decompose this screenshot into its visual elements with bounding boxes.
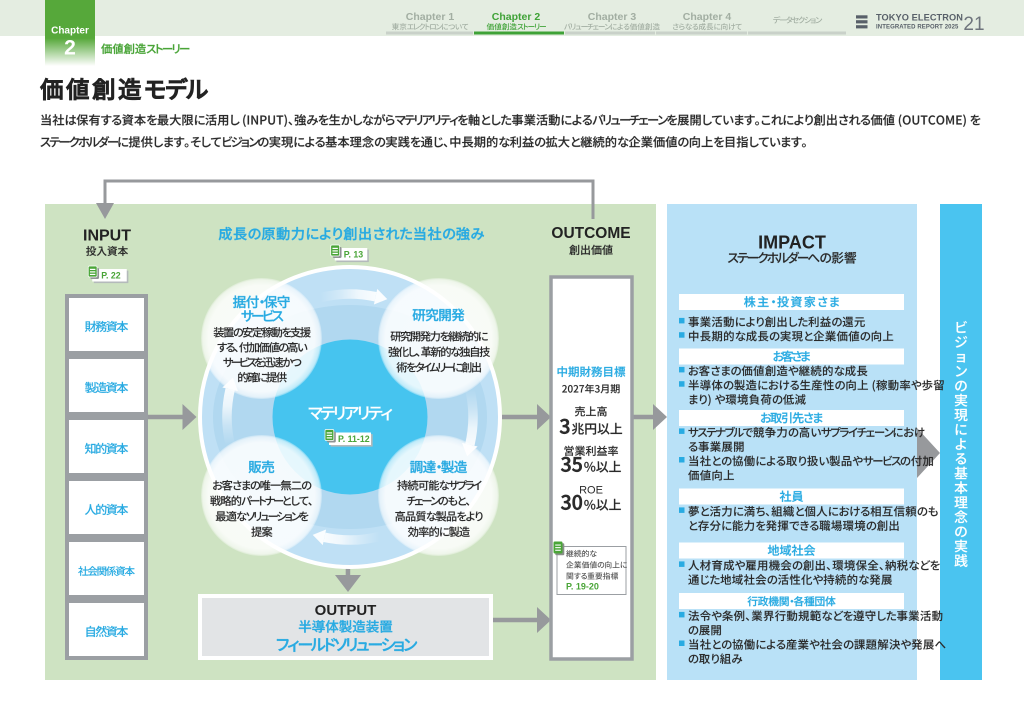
svg-text:ROE: ROE — [579, 485, 603, 497]
svg-text:P. 13: P. 13 — [344, 250, 364, 260]
svg-text:Chapter 2: Chapter 2 — [492, 11, 541, 23]
svg-text:IMPACT: IMPACT — [758, 233, 826, 253]
svg-text:INPUT: INPUT — [83, 228, 131, 245]
svg-text:OUTPUT: OUTPUT — [315, 602, 377, 619]
svg-text:Chapter: Chapter — [51, 26, 89, 37]
svg-text:P. 22: P. 22 — [101, 271, 121, 281]
svg-text:P. 19-20: P. 19-20 — [566, 582, 599, 592]
svg-text:Chapter 3: Chapter 3 — [588, 11, 637, 23]
svg-text:2: 2 — [64, 37, 76, 60]
svg-text:Chapter 4: Chapter 4 — [683, 11, 732, 23]
svg-text:21: 21 — [963, 14, 984, 35]
svg-text:OUTCOME: OUTCOME — [551, 225, 630, 242]
svg-text:INTEGRATED REPORT 2025: INTEGRATED REPORT 2025 — [876, 25, 959, 31]
svg-text:TOKYO ELECTRON: TOKYO ELECTRON — [876, 13, 963, 23]
svg-text:P. 11-12: P. 11-12 — [338, 434, 370, 444]
svg-text:Chapter 1: Chapter 1 — [406, 11, 455, 23]
